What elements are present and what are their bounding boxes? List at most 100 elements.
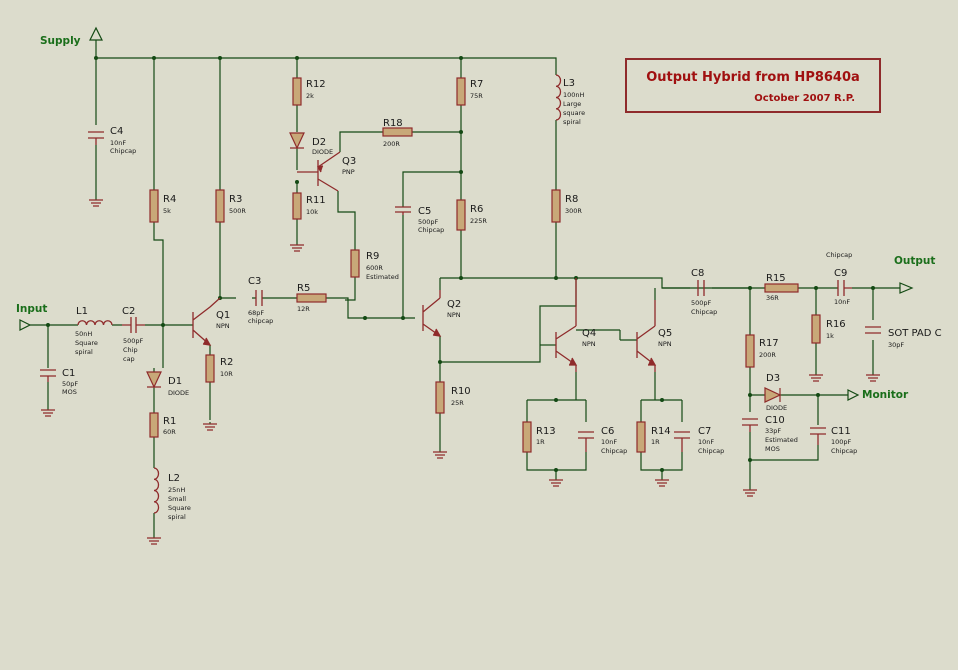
r7-val: 75R (470, 92, 483, 100)
r5-val: 12R (297, 305, 310, 313)
input-label: Input (16, 303, 47, 315)
sot-ref: SOT PAD C (888, 328, 942, 339)
r14-ref: R14 (651, 426, 671, 437)
r3-ref: R3 (229, 194, 242, 205)
d1-ref: D1 (168, 376, 182, 387)
d3-val: DIODE (766, 404, 787, 412)
diode-d3 (764, 387, 782, 403)
c3-val2: chipcap (248, 317, 273, 325)
r15-ref: R15 (766, 273, 786, 284)
c3-val1: 68pF (248, 309, 264, 317)
d3-ref: D3 (766, 373, 780, 384)
r14-val: 1R (651, 438, 660, 446)
component-labels: C4 10nF Chipcap R4 5k R3 500R R12 2k D2 … (62, 78, 942, 521)
l2-ref: L2 (168, 473, 180, 484)
l3-val3: square (563, 109, 585, 117)
capacitor-c8 (697, 280, 705, 296)
d2-ref: D2 (312, 137, 326, 148)
r12-val: 2k (306, 92, 314, 100)
capacitor-c4 (88, 131, 104, 139)
resistor-r13 (522, 421, 532, 453)
capacitor-c3 (255, 290, 263, 306)
capacitor-c11 (810, 427, 826, 445)
c6-val2: Chipcap (601, 447, 627, 455)
r15-val: 36R (766, 294, 779, 302)
resistor-r6 (456, 199, 466, 231)
c8-val1: 500pF (691, 299, 712, 307)
resistor-r2 (205, 354, 215, 383)
input-terminal: Input (16, 303, 47, 331)
c4-val1: 10nF (110, 139, 126, 147)
c9-val: 10nF (834, 298, 850, 306)
resistor-r4 (149, 189, 159, 223)
c11-val2: Chipcap (831, 447, 857, 455)
inductors (77, 74, 562, 514)
resistor-r9 (350, 249, 360, 278)
resistor-r10 (435, 381, 445, 414)
supply-label: Supply (40, 35, 81, 47)
l2-val3: Square (168, 504, 191, 512)
c6-val1: 10nF (601, 438, 617, 446)
diode-d1 (146, 371, 162, 389)
c2-val1: 500pF (123, 337, 144, 345)
r2-ref: R2 (220, 357, 233, 368)
resistor-r5 (296, 293, 327, 303)
r16-ref: R16 (826, 319, 846, 330)
c10-val2: Estimated (765, 436, 798, 444)
q5-ref: Q5 (658, 328, 672, 339)
resistors (149, 77, 821, 453)
capacitor-c2 (122, 317, 145, 333)
c9-ref: C9 (834, 268, 847, 279)
transistor-q1 (192, 297, 221, 346)
c2-val2: Chip (123, 346, 138, 354)
title-sub: October 2007 R.P. (754, 93, 855, 104)
resistor-r7 (456, 77, 466, 106)
c9-top: Chipcap (826, 251, 852, 259)
r8-val: 300R (565, 207, 582, 215)
r9-ref: R9 (366, 251, 379, 262)
supply-terminal: Supply (40, 26, 103, 47)
c8-ref: C8 (691, 268, 704, 279)
c1-ref: C1 (62, 368, 75, 379)
resistor-r15 (764, 283, 799, 293)
r13-val: 1R (536, 438, 545, 446)
wiring (30, 40, 900, 538)
r10-ref: R10 (451, 386, 471, 397)
l1-val2: Square (75, 339, 98, 347)
capacitor-c5 (395, 206, 411, 213)
c8-val2: Chipcap (691, 308, 717, 316)
r4-val: 5k (163, 207, 171, 215)
r9-val1: 600R (366, 264, 383, 272)
r1-val: 60R (163, 428, 176, 436)
capacitor-c7 (674, 431, 690, 439)
c10-ref: C10 (765, 415, 785, 426)
c5-val1: 500pF (418, 218, 439, 226)
r4-ref: R4 (163, 194, 176, 205)
d2-val: DIODE (312, 148, 333, 156)
d1-val: DIODE (168, 389, 189, 397)
l2-val4: spiral (168, 513, 186, 521)
q4-val: NPN (582, 340, 596, 348)
q2-ref: Q2 (447, 299, 461, 310)
r13-ref: R13 (536, 426, 556, 437)
c11-val1: 100pF (831, 438, 852, 446)
c6-ref: C6 (601, 426, 614, 437)
l2-val1: 25nH (168, 486, 185, 494)
c11-ref: C11 (831, 426, 851, 437)
resistor-r8 (551, 189, 561, 223)
r1-ref: R1 (163, 416, 176, 427)
output-terminal: Output (894, 255, 935, 294)
r11-val: 10k (306, 208, 318, 216)
c7-val2: Chipcap (698, 447, 724, 455)
title-block: Output Hybrid from HP8640a October 2007 … (625, 58, 881, 113)
r9-val2: Estimated (366, 273, 399, 281)
monitor-label: Monitor (862, 389, 909, 401)
transistor-q5 (636, 300, 657, 372)
c3-ref: C3 (248, 276, 261, 287)
capacitor-c10 (742, 418, 758, 426)
title-main: Output Hybrid from HP8640a (646, 70, 860, 85)
c2-ref: C2 (122, 306, 135, 317)
resistor-r17 (745, 334, 755, 368)
resistor-r12 (292, 77, 302, 106)
